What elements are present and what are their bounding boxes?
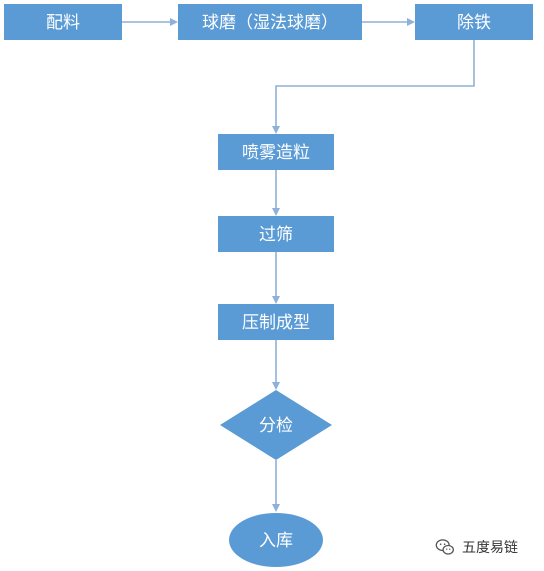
node-ball-milling: 球磨（湿法球磨）	[178, 4, 362, 40]
node-sorting-diamond	[220, 390, 332, 460]
node-spray-granulation-box	[218, 134, 334, 170]
wechat-icon	[435, 539, 454, 555]
edge-iron-removal-to-spray-granulation	[272, 40, 475, 134]
node-batching-box	[4, 4, 122, 40]
node-iron-removal: 除铁	[415, 4, 533, 40]
node-batching: 配料	[4, 4, 122, 40]
watermark-text: 五度易链	[462, 540, 518, 556]
watermark: 五度易链	[434, 535, 518, 559]
node-pressing-box	[218, 304, 334, 340]
node-warehousing-ellipse	[229, 513, 323, 567]
node-ball-milling-box	[178, 4, 362, 40]
node-warehousing: 入库	[229, 513, 323, 567]
node-pressing: 压制成型	[218, 304, 334, 340]
node-iron-removal-label: 除铁	[457, 13, 491, 33]
node-spray-granulation-label: 喷雾造粒	[242, 143, 310, 163]
node-sorting-label: 分检	[259, 416, 293, 436]
node-spray-granulation: 喷雾造粒	[218, 134, 334, 170]
node-sieving: 过筛	[218, 216, 334, 252]
node-batching-label: 配料	[46, 13, 80, 33]
node-sieving-label: 过筛	[259, 225, 293, 245]
node-warehousing-label: 入库	[259, 531, 293, 551]
node-iron-removal-box	[415, 4, 533, 40]
node-pressing-label: 压制成型	[242, 313, 310, 333]
node-ball-milling-label: 球磨（湿法球磨）	[202, 13, 338, 33]
node-sorting: 分检	[220, 390, 332, 460]
node-sieving-box	[218, 216, 334, 252]
